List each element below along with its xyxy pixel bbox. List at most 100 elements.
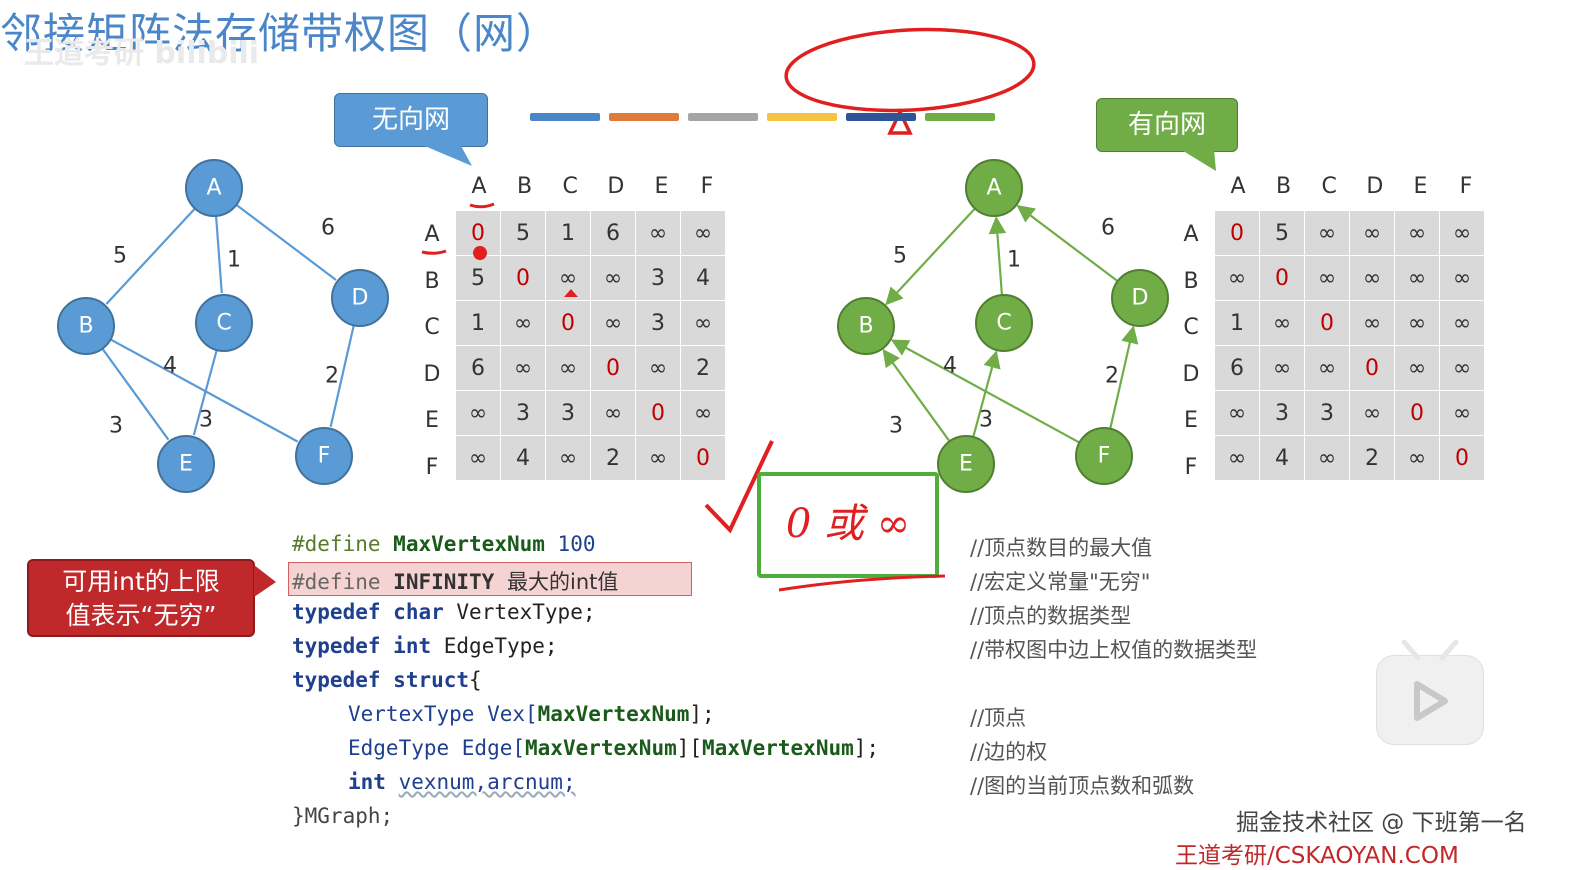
dg-edge-weight: 2	[1105, 364, 1119, 389]
ug-edge-weight: 2	[325, 364, 339, 389]
svg-text:D: D	[1132, 286, 1149, 311]
umat-col-header: F	[700, 174, 714, 199]
ug-node-B: B	[57, 297, 115, 355]
dmat-col-header: C	[1321, 174, 1337, 199]
umat-cell: 6	[590, 210, 636, 256]
dmat-cell: ∞	[1304, 255, 1350, 301]
dmat-cell: 2	[1349, 435, 1395, 481]
type-name: EdgeType;	[443, 634, 558, 658]
define-keyword: #define	[292, 532, 381, 556]
dmat-cell: ∞	[1304, 210, 1350, 256]
umat-col-header: D	[607, 174, 625, 199]
umat-row-header: C	[424, 315, 440, 340]
dmat-cell: ∞	[1214, 435, 1260, 481]
dg-node-E: E	[937, 435, 995, 493]
dmat-row-header: C	[1183, 315, 1199, 340]
macro-name: MaxVertexNum	[393, 532, 545, 556]
dg-edge-A-B	[885, 207, 976, 306]
umat-col-header: E	[654, 174, 669, 199]
dmat-cell: ∞	[1394, 255, 1440, 301]
svg-text:B: B	[78, 314, 93, 339]
color-bar	[846, 113, 916, 121]
macro-name: INFINITY	[393, 570, 495, 594]
dmat-cell: 0	[1394, 390, 1440, 436]
dmat-col-header: D	[1366, 174, 1384, 199]
ug-edge-B-F	[110, 338, 299, 443]
int-limit-callout-tail	[254, 565, 276, 597]
dmat-cell: ∞	[1394, 345, 1440, 391]
dmat-cell: 6	[1214, 345, 1260, 391]
umat-row-header: E	[425, 408, 439, 433]
dmat-cell: 5	[1259, 210, 1305, 256]
umat-row: ∞4∞2∞0	[455, 435, 726, 481]
umat-col-header: C	[562, 174, 578, 199]
dmat-cell: ∞	[1259, 345, 1305, 391]
umat-cell: 3	[500, 390, 546, 436]
int-limit-line2: 值表示“无穷”	[65, 601, 217, 630]
dg-edge-D-A	[1016, 204, 1119, 283]
umat-cell: ∞	[545, 345, 591, 391]
dg-edge-weight: 6	[1101, 216, 1115, 241]
footer-site: 王道考研/CSKAOYAN.COM	[1175, 843, 1459, 869]
umat-cell: 5	[455, 255, 501, 301]
typedef-keyword: typedef	[292, 600, 381, 624]
ug-edge-A-B	[105, 207, 196, 305]
umat-cell: ∞	[680, 210, 726, 256]
struct-end: }MGraph;	[292, 804, 394, 828]
struct-keyword: struct	[393, 668, 470, 692]
handwritten-note-box: 0 或 ∞	[757, 472, 939, 578]
umat-cell: 3	[545, 390, 591, 436]
ug-edge-weight: 1	[227, 248, 241, 273]
color-bar	[688, 113, 758, 121]
code-comment: //图的当前顶点数和弧数	[970, 774, 1195, 798]
ug-edge-weight: 5	[113, 244, 127, 269]
dmat-cell: ∞	[1394, 435, 1440, 481]
ug-node-E: E	[157, 435, 215, 493]
code-line-6: VertexType Vex[MaxVertexNum];	[348, 702, 715, 726]
typedef-keyword: typedef	[292, 634, 381, 658]
dmat-row: 6∞∞0∞∞	[1214, 345, 1485, 391]
umat-row-header: D	[423, 361, 441, 387]
umat-cell: ∞	[590, 255, 636, 301]
svg-text:B: B	[858, 314, 873, 339]
check-mark-icon	[704, 440, 774, 534]
dmat-row: ∞4∞2∞0	[1214, 435, 1485, 481]
umat-cell: ∞	[590, 390, 636, 436]
umat-cell: ∞	[545, 435, 591, 481]
dmat-cell: ∞	[1349, 390, 1395, 436]
dmat-cell: 3	[1259, 390, 1305, 436]
umat-cell: ∞	[500, 345, 546, 391]
code-comment: //顶点数目的最大值	[970, 536, 1153, 560]
code-line-3: typedef char VertexType;	[292, 600, 595, 624]
dmat-cell: ∞	[1304, 345, 1350, 391]
undirected-callout-tail	[420, 144, 472, 166]
type-keyword: int	[393, 634, 432, 658]
field-decl: VertexType Vex[	[348, 702, 538, 726]
color-bar	[609, 113, 679, 121]
int-limit-callout: 可用int的上限 值表示“无穷”	[27, 559, 255, 637]
macro-ref: MaxVertexNum	[702, 736, 854, 760]
umat-cell: ∞	[635, 210, 681, 256]
umat-col-header: B	[517, 174, 533, 199]
dg-edge-weight: 4	[943, 354, 957, 379]
play-logo-ears	[1401, 640, 1459, 661]
dmat-col-header: A	[1230, 174, 1246, 199]
directed-callout: 有向网	[1096, 98, 1238, 152]
ug-edge-D-F	[329, 325, 355, 427]
svg-text:C: C	[216, 311, 231, 336]
dmat-cell: 0	[1439, 435, 1485, 481]
dmat-cell: ∞	[1439, 210, 1485, 256]
code-comment: //带权图中边上权值的数据类型	[970, 638, 1258, 662]
umat-cell: ∞	[680, 300, 726, 346]
ug-edge-weight: 3	[199, 408, 213, 433]
handwritten-note: 0 或 ∞	[785, 501, 911, 547]
dmat-cell: ∞	[1259, 300, 1305, 346]
code-line-7: EdgeType Edge[MaxVertexNum][MaxVertexNum…	[348, 736, 879, 760]
directed-callout-tail	[1180, 149, 1216, 171]
svg-text:F: F	[318, 444, 331, 469]
umat-cell: 0	[545, 300, 591, 346]
umat-row-header: F	[425, 454, 439, 480]
